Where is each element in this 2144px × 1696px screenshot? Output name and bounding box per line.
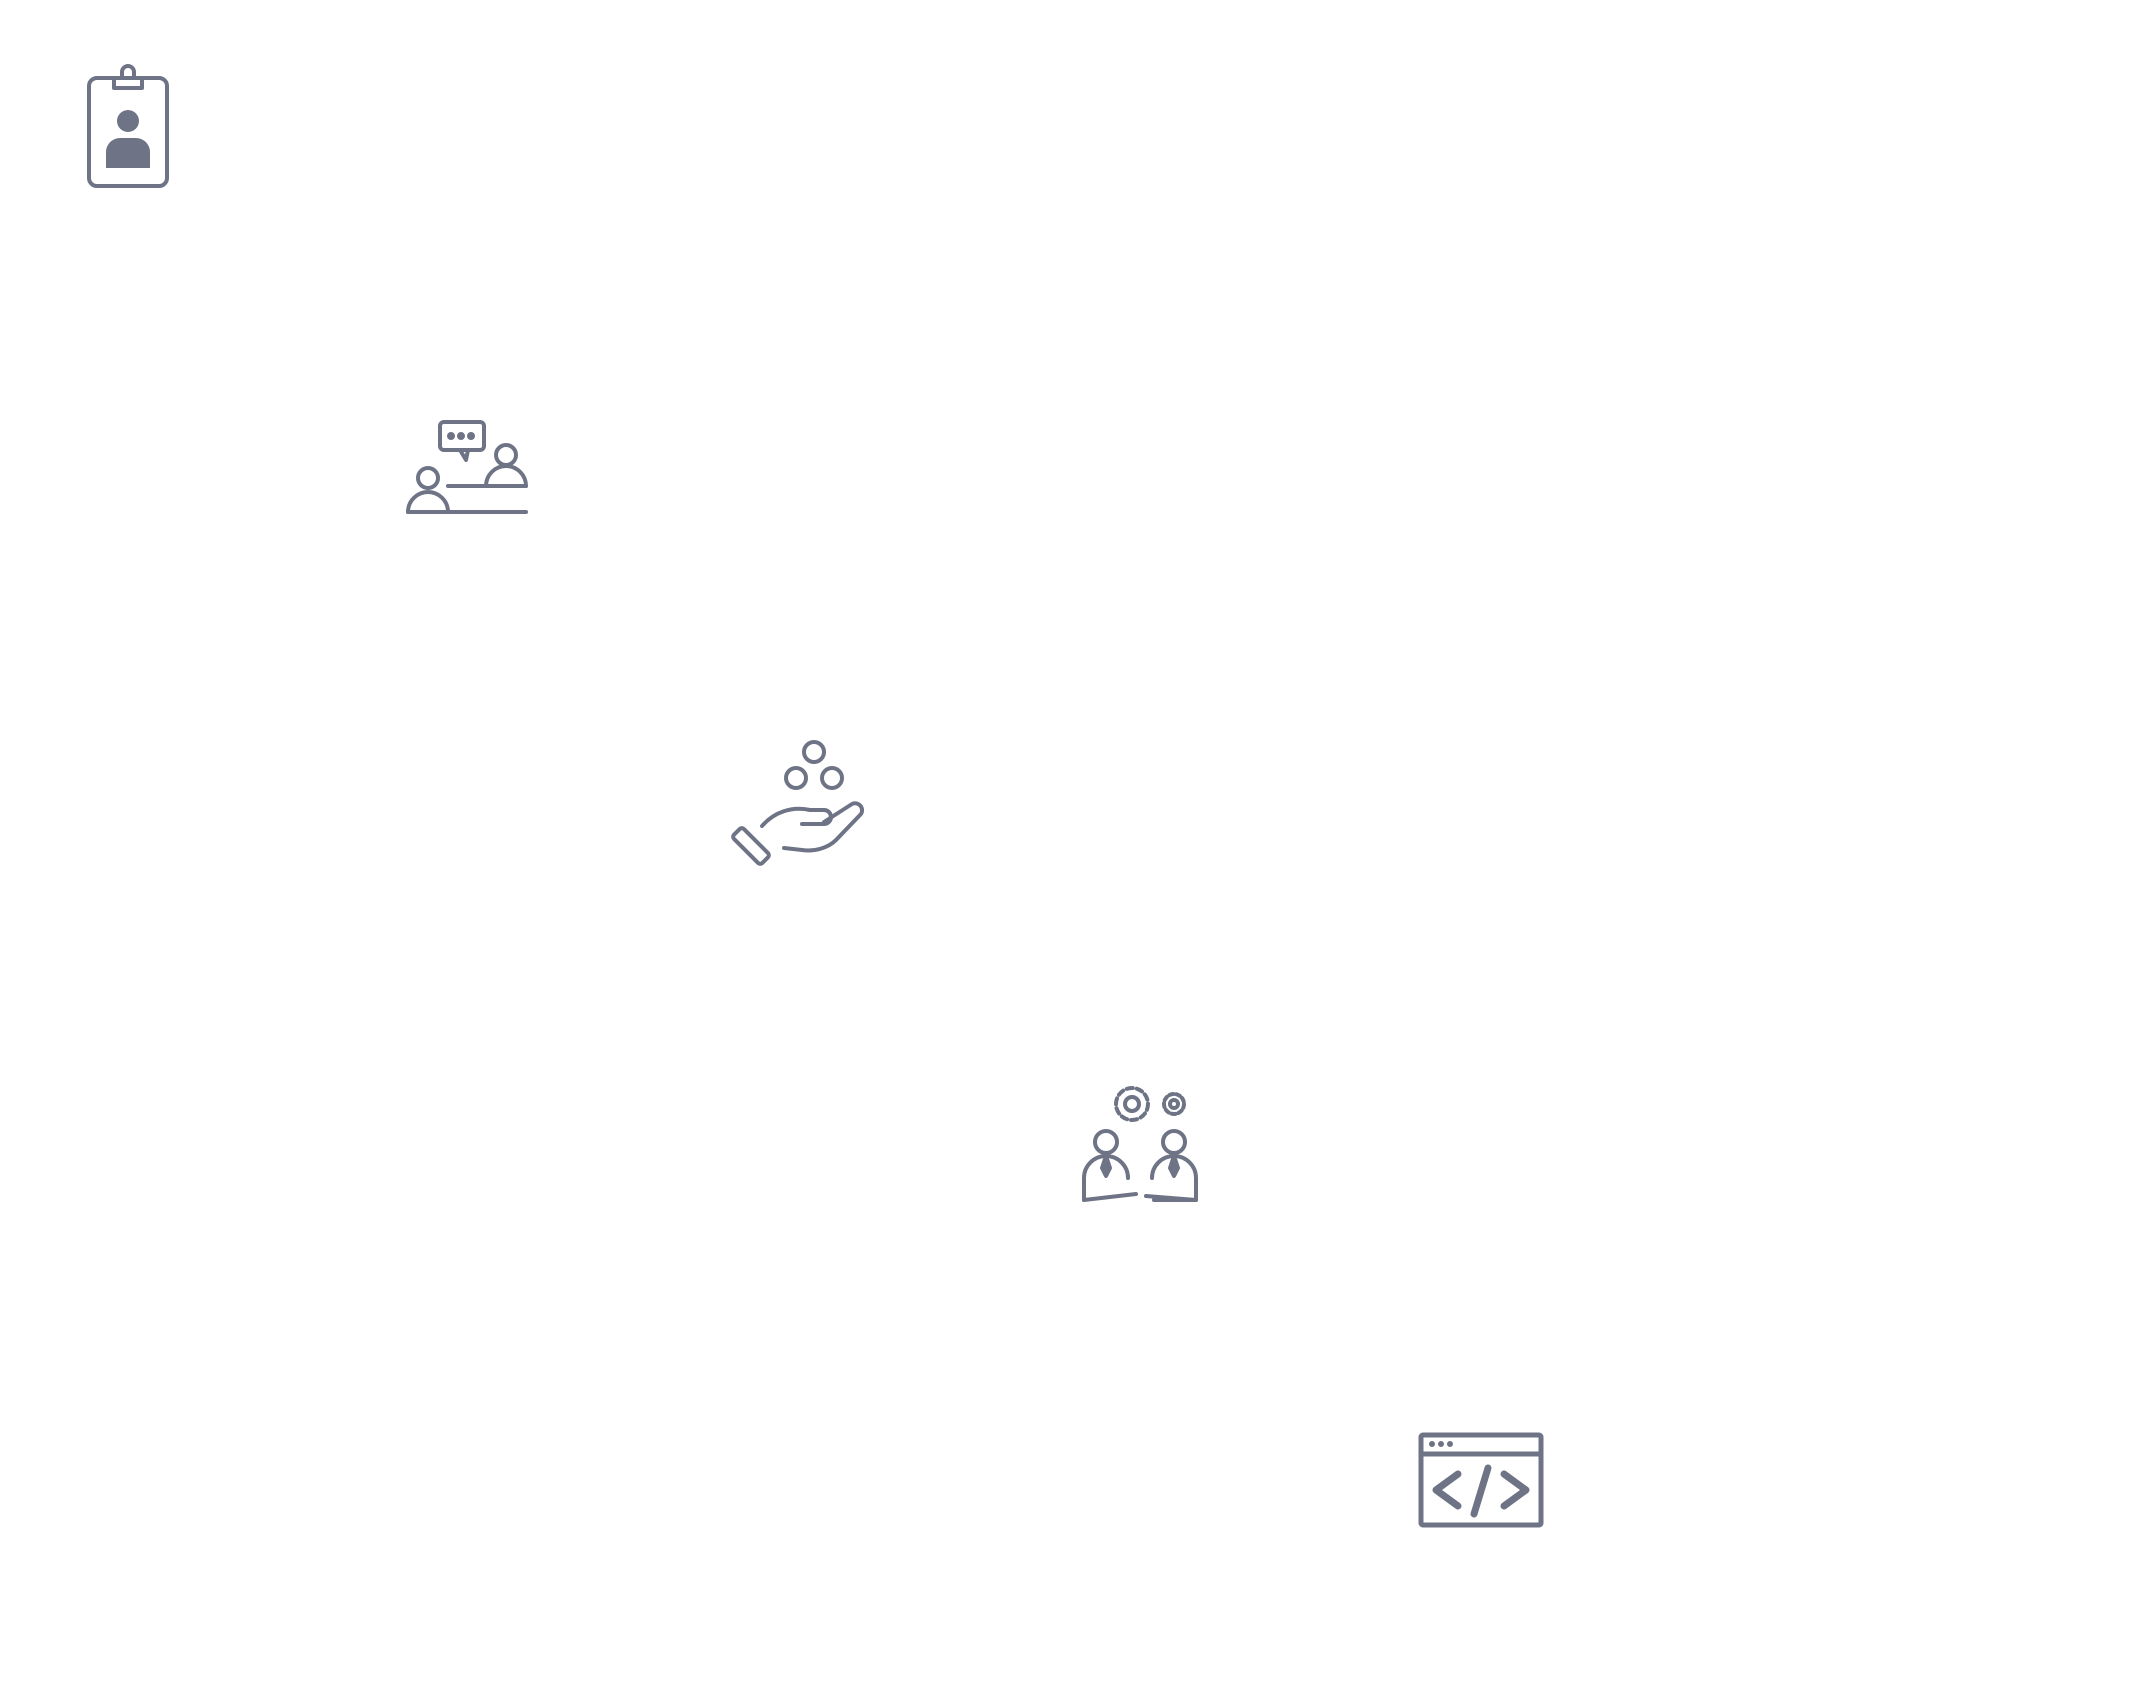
id-badge-icon-graphic (87, 64, 169, 188)
team-gears-icon (1080, 1078, 1204, 1204)
hand-coins-icon-graphic (731, 740, 865, 866)
browser-code-icon-graphic (1418, 1432, 1544, 1528)
browser-code-icon (1418, 1432, 1544, 1528)
team-gears-icon-graphic (1082, 1086, 1198, 1202)
id-badge-icon (86, 64, 170, 190)
hand-coins-icon (731, 740, 866, 866)
interview-chat-icon-graphic (406, 420, 528, 514)
interview-chat-icon (404, 420, 530, 516)
